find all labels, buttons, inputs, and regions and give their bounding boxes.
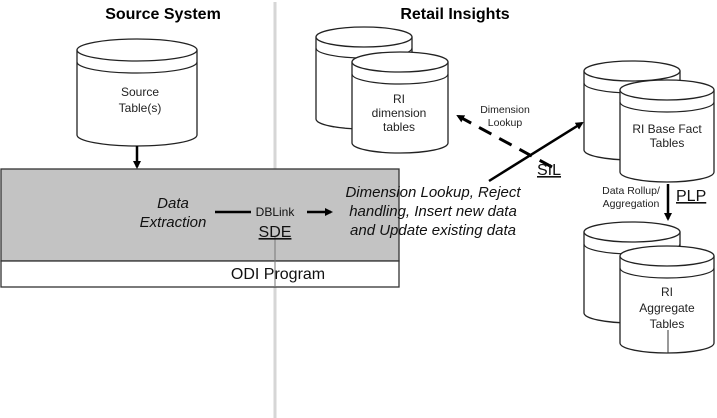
data-extraction-label-2: Extraction xyxy=(140,214,207,231)
process-label-1: Dimension Lookup, Reject xyxy=(345,184,521,201)
ri-aggregate-label-2: Aggregate xyxy=(639,301,695,315)
odi-program-box xyxy=(0,168,400,288)
source-table-label-1: Source xyxy=(121,85,159,99)
source-table-label-2: Table(s) xyxy=(119,101,162,115)
ri-aggregate-tables-database[interactable] xyxy=(583,221,715,354)
ri-dimension-label-2: dimension xyxy=(372,106,427,120)
process-label-3: and Update existing data xyxy=(350,222,516,239)
ri-dimension-label-1: RI xyxy=(393,92,405,106)
plp-label: PLP xyxy=(676,188,706,205)
source-system-header: Source System xyxy=(105,6,221,23)
ri-base-fact-label-2: Tables xyxy=(650,136,685,150)
sde-label: SDE xyxy=(259,224,292,241)
sil-arrow xyxy=(488,121,584,183)
sil-label: SIL xyxy=(537,162,561,179)
dimension-lookup-label-1: Dimension xyxy=(480,104,530,116)
ri-dimension-tables-database[interactable] xyxy=(315,26,449,154)
process-label-2: handling, Insert new data xyxy=(349,203,517,220)
source-table-database[interactable] xyxy=(76,38,198,147)
odi-program-label: ODI Program xyxy=(231,266,325,283)
dimension-lookup-label-2: Lookup xyxy=(488,117,523,129)
ri-aggregate-label-3: Tables xyxy=(650,317,685,331)
ri-base-fact-label-1: RI Base Fact xyxy=(632,122,702,136)
ri-aggregate-label-1: RI xyxy=(661,285,673,299)
data-extraction-label-1: Data xyxy=(157,195,189,212)
data-rollup-label-2: Aggregation xyxy=(603,198,660,210)
retail-insights-header: Retail Insights xyxy=(400,6,509,23)
data-rollup-label-1: Data Rollup/ xyxy=(602,185,660,197)
ri-dimension-label-3: tables xyxy=(383,120,415,134)
ri-base-fact-tables-database[interactable] xyxy=(583,60,715,183)
dimension-lookup-arrow xyxy=(456,114,553,169)
dblink-label: DBLink xyxy=(256,205,296,219)
